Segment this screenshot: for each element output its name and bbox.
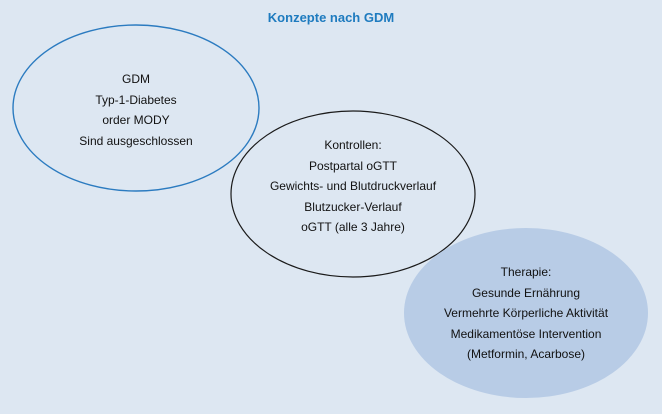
node-exclusion-line: order MODY xyxy=(102,113,170,127)
ellipse-controls xyxy=(230,110,476,278)
node-controls-line: Gewichts- und Blutdruckverlauf xyxy=(269,179,437,193)
node-therapy-line: Vermehrte Körperliche Aktivität xyxy=(443,306,609,320)
node-therapy-line: Gesunde Ernährung xyxy=(471,285,581,300)
diagram-title: Konzepte nach GDM xyxy=(267,10,395,25)
ellipse-therapy xyxy=(404,228,648,398)
node-controls-line: oGTT (alle 3 Jahre) xyxy=(301,220,405,234)
node-therapy-text: Therapie: Gesunde Ernährung Vermehrte Kö… xyxy=(406,262,646,365)
node-controls-line: Postpartal oGTT xyxy=(308,158,398,173)
node-exclusion-line: GDM xyxy=(122,72,150,86)
node-controls-text: Kontrollen: Postpartal oGTT Gewichts- un… xyxy=(233,135,473,238)
node-controls-line: Blutzucker-Verlauf xyxy=(304,199,402,214)
node-exclusion-line: Sind ausgeschlossen xyxy=(79,133,193,148)
node-exclusion-text: GDM Typ-1-Diabetes order MODY Sind ausge… xyxy=(36,69,236,151)
node-therapy-line: (Metformin, Acarbose) xyxy=(466,347,586,361)
node-controls-line: Kontrollen: xyxy=(324,138,382,152)
node-exclusion-line: Typ-1-Diabetes xyxy=(95,92,177,107)
node-therapy-line: Medikamentöse Intervention xyxy=(450,326,602,341)
node-therapy-line: Therapie: xyxy=(500,265,552,279)
ellipse-exclusion xyxy=(12,24,260,192)
